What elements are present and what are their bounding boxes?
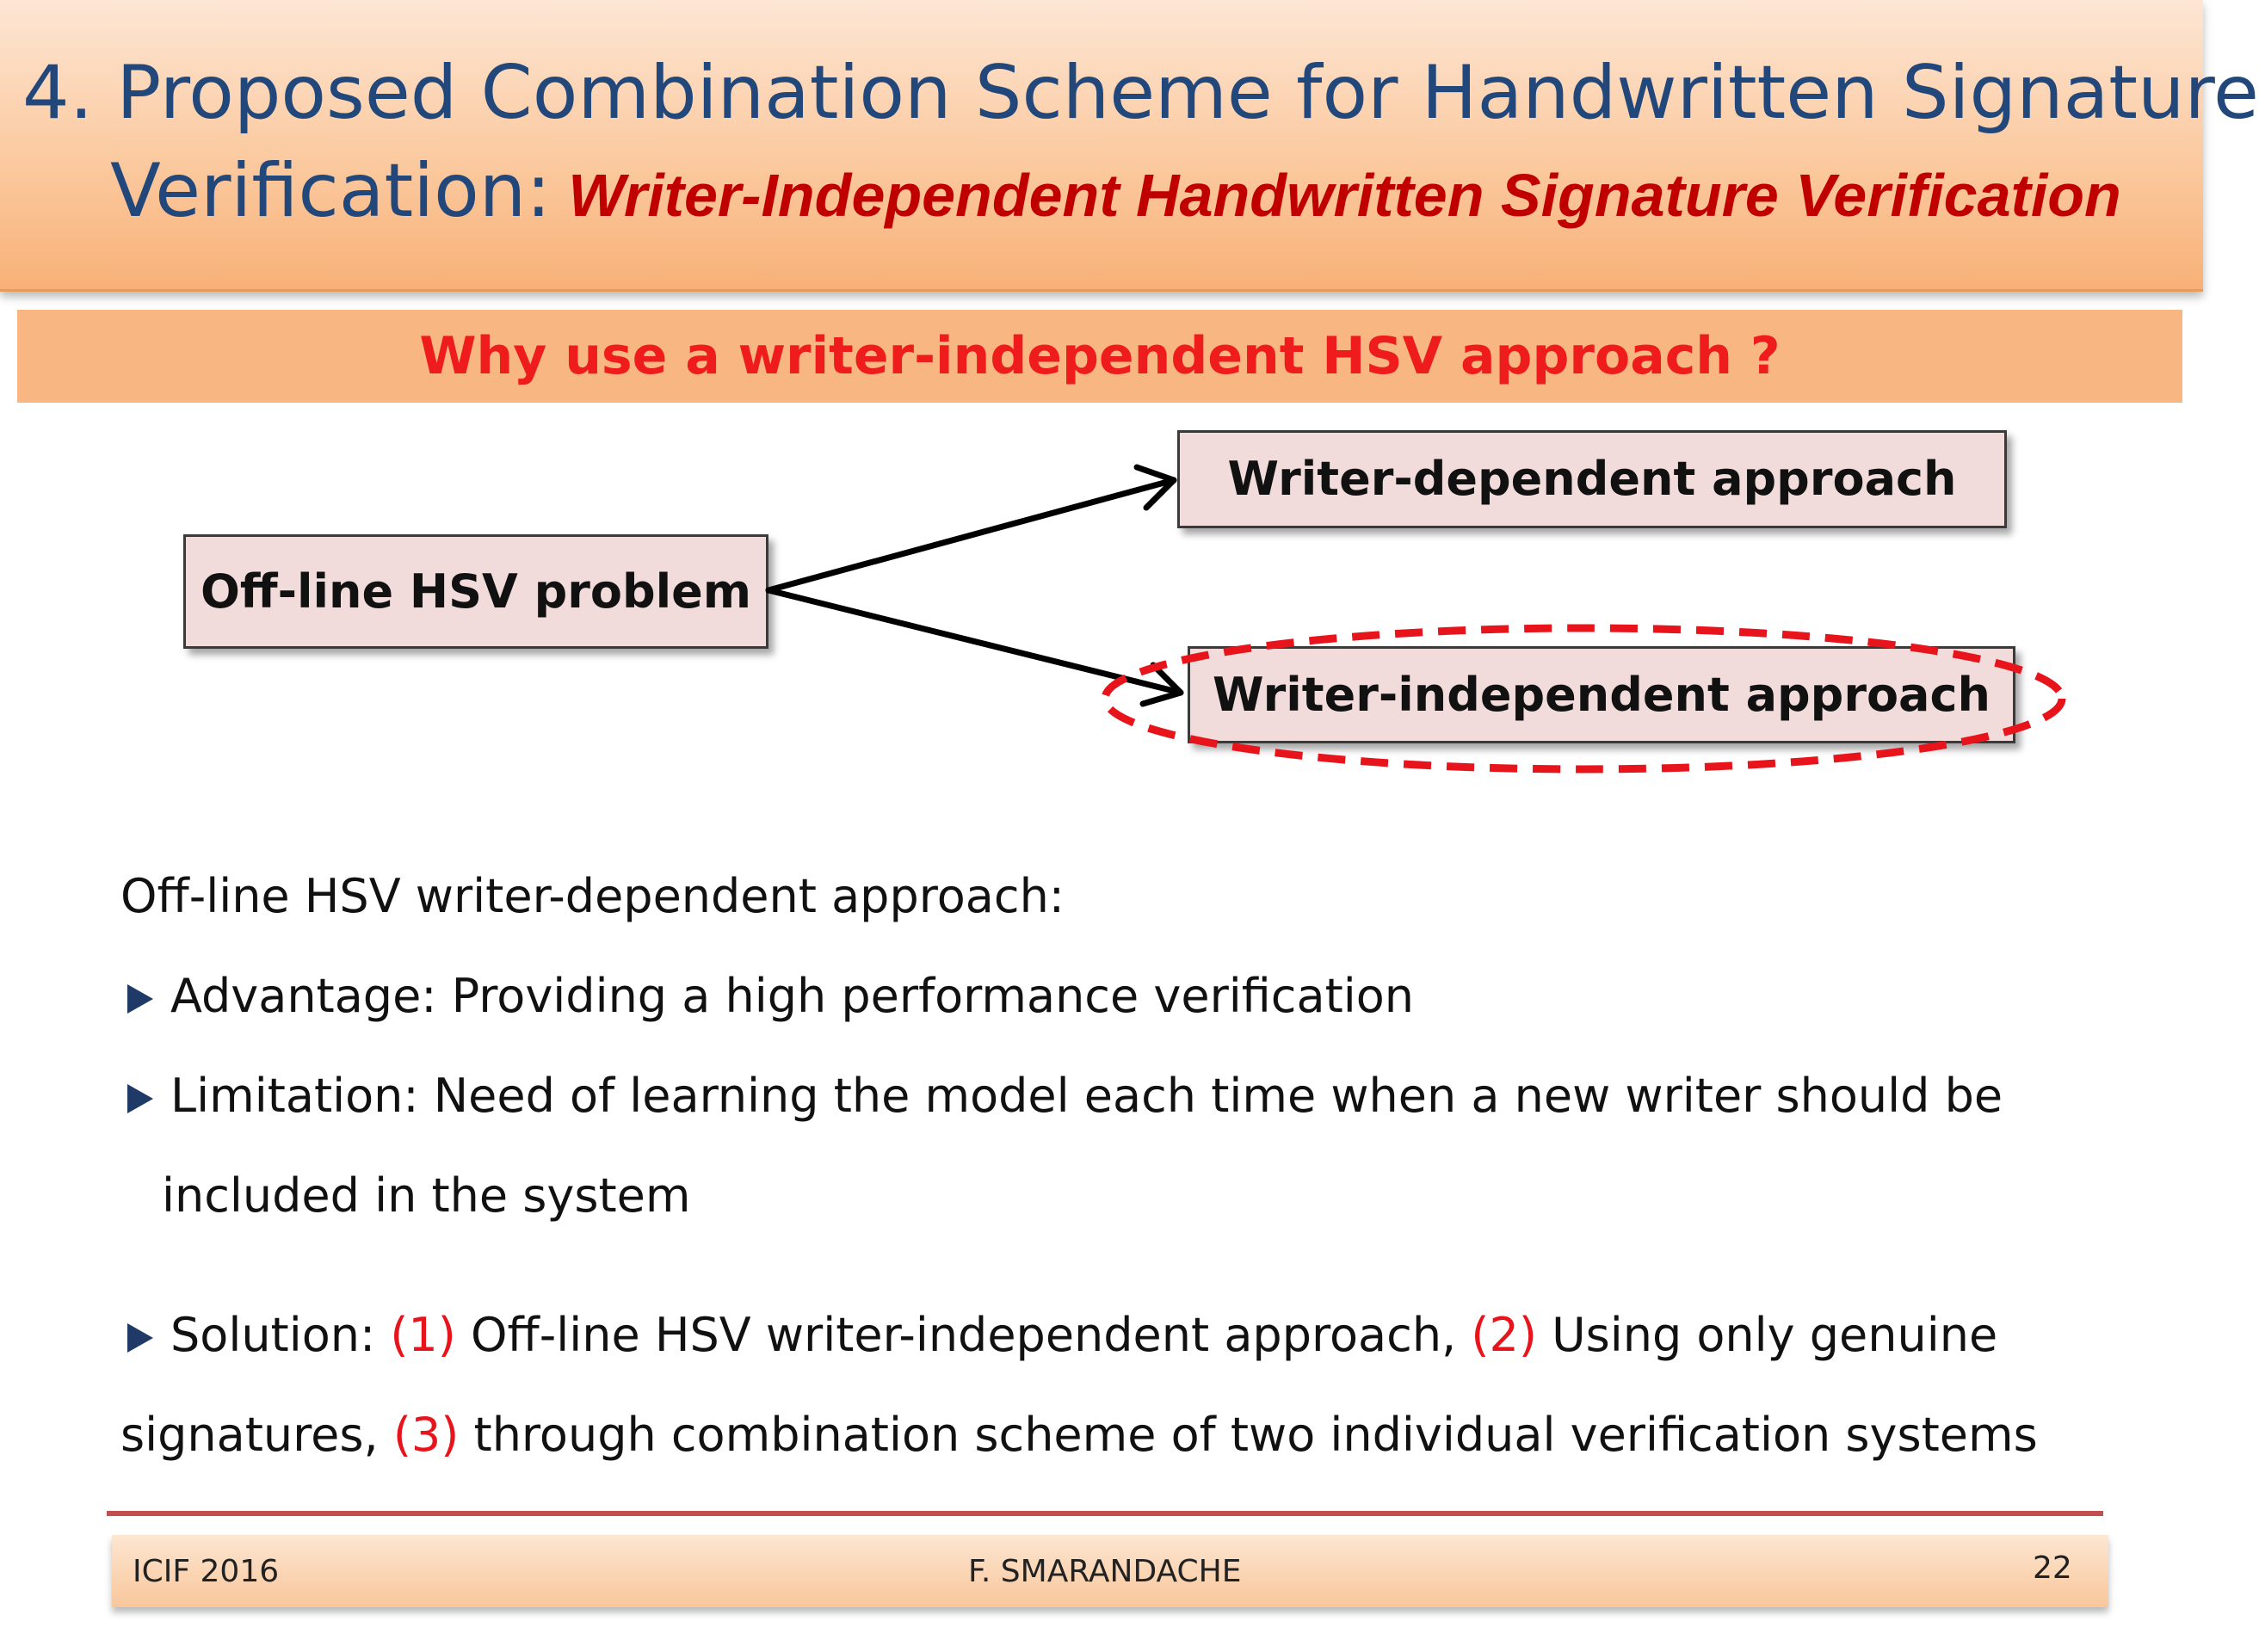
solution-num-1: (1) xyxy=(390,1308,456,1362)
limitation-text-line2: included in the system xyxy=(162,1168,691,1223)
solution-part-2: Using only genuine xyxy=(1552,1308,1998,1362)
limitation-text-line1: Limitation: Need of learning the model e… xyxy=(170,1069,2003,1123)
diagram-box-writer-dependent: Writer-dependent approach xyxy=(1177,430,2007,528)
arrow-to-writer-independent xyxy=(765,587,1184,696)
footer-divider xyxy=(107,1511,2103,1516)
slide-title-line2: Verification:Writer-Independent Handwrit… xyxy=(110,148,2121,234)
arrow-to-writer-dependent xyxy=(765,477,1177,594)
footer-page-number: 22 xyxy=(2033,1550,2072,1586)
solution-part-1: Off-line HSV writer-independent approach… xyxy=(471,1308,1457,1362)
footer-bar: ICIF 2016 F. SMARANDACHE 22 xyxy=(112,1535,2108,1607)
bullet-triangle-icon xyxy=(127,1084,153,1113)
solution-label: Solution: xyxy=(170,1308,376,1362)
bullet-triangle-icon xyxy=(127,984,153,1014)
solution-num-2: (2) xyxy=(1471,1308,1537,1362)
solution-num-3: (3) xyxy=(392,1408,460,1462)
bullet-limitation: Limitation: Need of learning the model e… xyxy=(127,1069,2003,1123)
slide-title-prefix: Verification: xyxy=(110,148,552,234)
slide-title-line1: 4. Proposed Combination Scheme for Handw… xyxy=(22,50,2259,136)
footer-conference: ICIF 2016 xyxy=(133,1554,280,1589)
bullet-solution: Solution: (1) Off-line HSV writer-indepe… xyxy=(127,1308,1997,1362)
question-banner: Why use a writer-independent HSV approac… xyxy=(17,310,2182,403)
footer-author: F. SMARANDACHE xyxy=(968,1554,1242,1589)
slide: 4. Proposed Combination Scheme for Handw… xyxy=(0,0,2259,1607)
arrowhead-writer-independent xyxy=(1139,662,1184,707)
diagram-box-writer-independent: Writer-independent approach xyxy=(1188,646,2015,743)
arrowhead-writer-dependent xyxy=(1133,464,1177,511)
solution-part-4: through combination scheme of two indivi… xyxy=(473,1408,2038,1462)
title-bar: 4. Proposed Combination Scheme for Handw… xyxy=(0,0,2259,292)
solution-line2: signatures, (3) through combination sche… xyxy=(120,1408,2038,1462)
advantage-text: Advantage: Providing a high performance … xyxy=(170,969,1415,1023)
solution-part-3: signatures, xyxy=(120,1408,379,1462)
diagram-box-problem: Off-line HSV problem xyxy=(183,534,768,649)
slide-subtitle: Writer-Independent Handwritten Signature… xyxy=(568,162,2121,229)
bullet-advantage: Advantage: Providing a high performance … xyxy=(127,969,1414,1023)
bullet-triangle-icon xyxy=(127,1323,153,1353)
question-text: Why use a writer-independent HSV approac… xyxy=(419,326,1781,386)
body-intro: Off-line HSV writer-dependent approach: xyxy=(120,869,1065,923)
